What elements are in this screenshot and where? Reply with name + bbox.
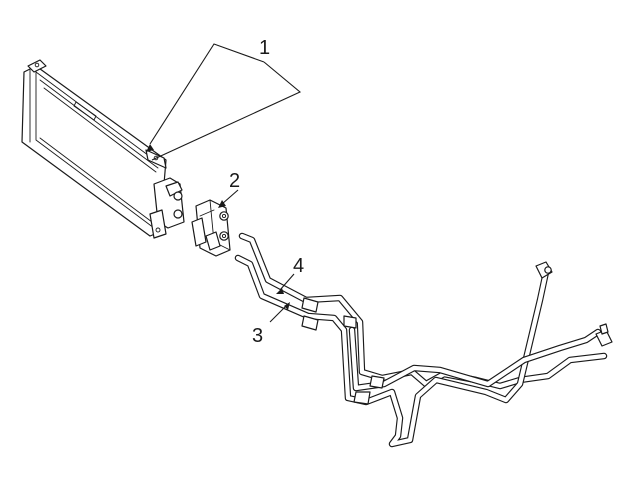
oil-cooler (21, 59, 185, 239)
adapter-block (191, 199, 231, 257)
tube-fittings (301, 261, 613, 405)
callout-4: 4 (276, 255, 304, 294)
callout-label-4: 4 (293, 255, 304, 277)
callout-label-1: 1 (259, 37, 270, 59)
callout-2: 2 (218, 170, 240, 208)
callout-label-3: 3 (252, 325, 263, 347)
callout-label-2: 2 (229, 170, 240, 192)
callout-1: 1 (146, 37, 302, 161)
cooler-line-branch (348, 326, 602, 392)
callout-3: 3 (252, 302, 290, 347)
cooler-line-3 (234, 254, 550, 448)
